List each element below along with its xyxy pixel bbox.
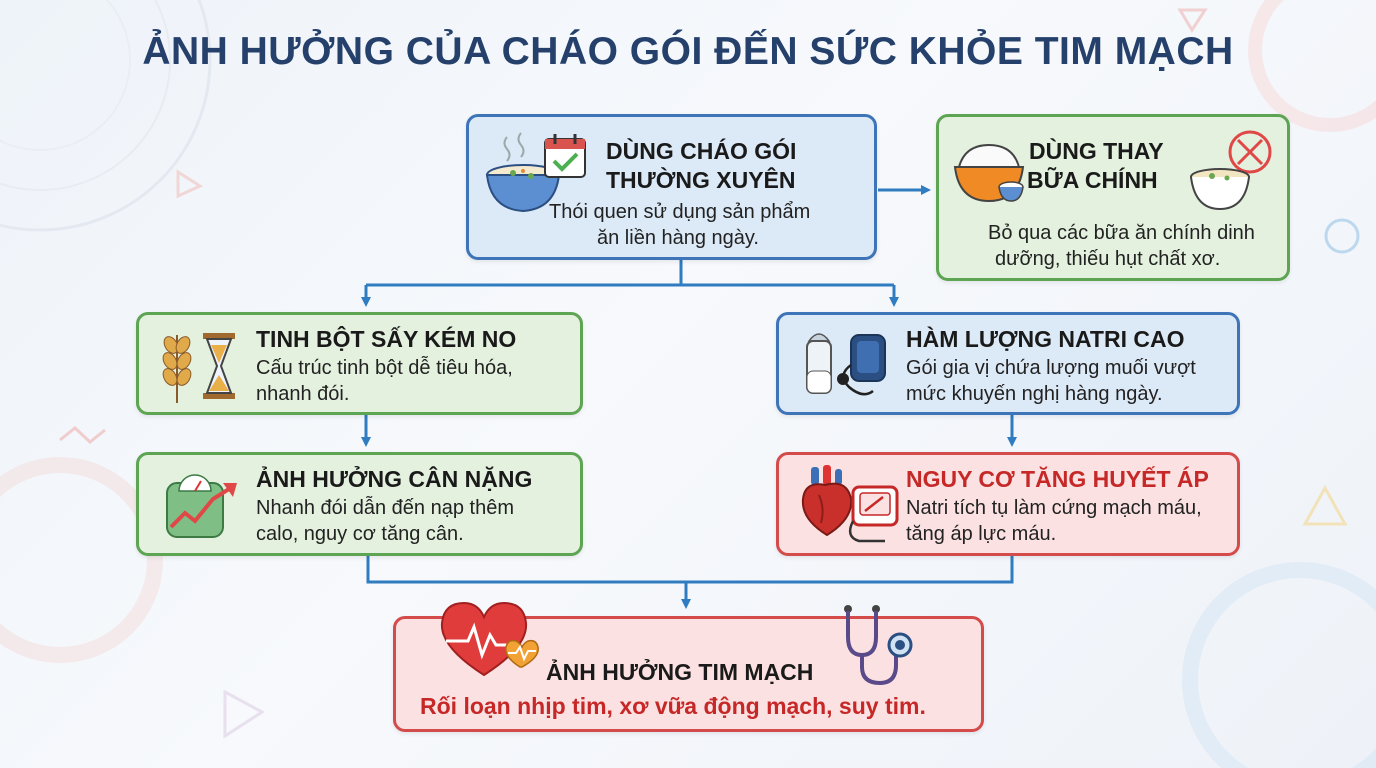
node-high-sodium-title: HÀM LƯỢNG NATRI CAO <box>906 326 1185 352</box>
porridge-bowl-small-icon <box>1190 168 1250 211</box>
anatomical-heart-icon <box>801 465 853 537</box>
stethoscope-icon <box>844 605 913 686</box>
node-meal-replacement-title-line2: BỮA CHÍNH <box>1027 167 1158 193</box>
blood-pressure-cuff-icon <box>837 334 886 396</box>
bp-monitor-icon <box>848 485 899 543</box>
node-daily-use: DÙNG CHÁO GÓI THƯỜNG XUYÊN Thói quen sử … <box>466 114 877 260</box>
node-daily-use-desc-line1: Thói quen sử dụng sản phẩm <box>549 201 811 223</box>
node-high-sodium-desc-line1: Gói gia vị chứa lượng muối vượt <box>906 357 1196 379</box>
node-cardio-effect-desc: Rối loạn nhịp tim, xơ vữa động mạch, suy… <box>420 693 926 719</box>
calendar-check-icon <box>544 134 586 178</box>
node-hypertension-risk-desc-line1: Natri tích tụ làm cứng mạch máu, <box>906 497 1202 519</box>
node-daily-use-title-line1: DÙNG CHÁO GÓI <box>606 138 797 164</box>
page-title: ẢNH HƯỞNG CỦA CHÁO GÓI ĐẾN SỨC KHỎE TIM … <box>142 30 1234 73</box>
no-sign-icon <box>1228 130 1272 174</box>
porridge-bowl-icon <box>485 132 561 213</box>
node-high-sodium: HÀM LƯỢNG NATRI CAO Gói gia vị chứa lượn… <box>776 312 1240 415</box>
node-meal-replacement-desc-line2: dưỡng, thiếu hụt chất xơ. <box>995 248 1221 270</box>
node-weight-effect-desc-line1: Nhanh đói dẫn đến nạp thêm <box>256 497 514 519</box>
node-dried-starch-title: TINH BỘT SẤY KÉM NO <box>256 326 517 352</box>
node-dried-starch: TINH BỘT SẤY KÉM NO Cấu trúc tinh bột dễ… <box>136 312 583 415</box>
node-weight-effect-title: ẢNH HƯỞNG CÂN NẶNG <box>256 466 533 492</box>
node-cardio-effect: ẢNH HƯỞNG TIM MẠCH Rối loạn nhịp tim, xơ… <box>393 601 984 732</box>
node-weight-effect: ẢNH HƯỞNG CÂN NẶNG Nhanh đói dẫn đến nạp… <box>136 452 583 556</box>
node-hypertension-risk-title: NGUY CƠ TĂNG HUYẾT ÁP <box>906 466 1209 492</box>
node-hypertension-risk: NGUY CƠ TĂNG HUYẾT ÁP Natri tích tụ làm … <box>776 452 1240 556</box>
node-dried-starch-desc-line2: nhanh đói. <box>256 383 350 405</box>
hourglass-icon <box>203 333 235 399</box>
node-cardio-effect-title: ẢNH HƯỞNG TIM MẠCH <box>546 659 814 685</box>
arrow-daily-split <box>366 260 894 287</box>
wheat-icon <box>162 335 192 403</box>
node-dried-starch-desc-line1: Cấu trúc tinh bột dễ tiêu hóa, <box>256 357 513 379</box>
node-hypertension-risk-desc-line2: tăng áp lực máu. <box>906 523 1057 545</box>
heartbeat-heart-icon <box>440 601 539 677</box>
node-high-sodium-desc-line2: mức khuyến nghị hàng ngày. <box>906 383 1163 405</box>
node-meal-replacement-desc-line1: Bỏ qua các bữa ăn chính dinh <box>988 222 1255 244</box>
node-daily-use-title-line2: THƯỜNG XUYÊN <box>606 167 796 193</box>
arrow-merge-to-cardio <box>366 556 1014 606</box>
salt-shaker-icon <box>806 333 832 394</box>
scale-trend-icon <box>166 474 237 538</box>
node-meal-replacement: DÙNG THAY BỮA CHÍNH Bỏ qua các bữa ăn ch… <box>936 114 1290 281</box>
node-weight-effect-desc-line2: calo, nguy cơ tăng cân. <box>256 523 464 545</box>
node-daily-use-desc-line2: ăn liền hàng ngày. <box>597 227 759 249</box>
rice-bowl-icon <box>953 143 1025 203</box>
node-meal-replacement-title-line1: DÙNG THAY <box>1029 138 1164 164</box>
